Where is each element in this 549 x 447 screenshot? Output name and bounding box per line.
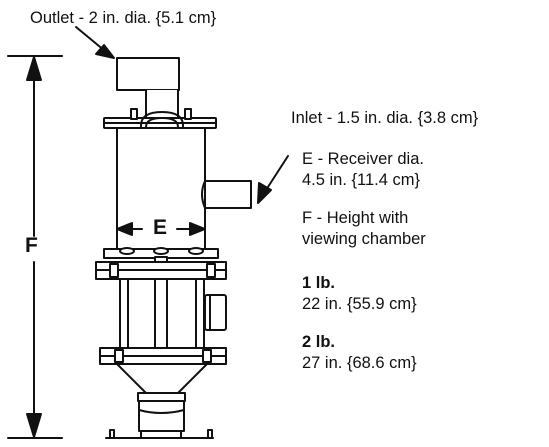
variant2-value: 27 in. {68.6 cm} bbox=[302, 354, 417, 372]
outlet-label: Outlet - 2 in. dia. {5.1 cm} bbox=[30, 9, 217, 27]
inlet-label: Inlet - 1.5 in. dia. {3.8 cm} bbox=[291, 109, 479, 127]
variant1-value: 22 in. {55.9 cm} bbox=[302, 295, 417, 313]
bottom-flange bbox=[99, 347, 227, 365]
receiver-dimension-arrow bbox=[116, 222, 206, 236]
variant1-title: 1 lb. bbox=[302, 274, 336, 292]
inlet-leader-arrow bbox=[257, 155, 289, 204]
outlet-elbow bbox=[116, 57, 180, 125]
hopper-cone bbox=[105, 363, 214, 439]
receiver-label-line1: E - Receiver dia. bbox=[302, 150, 424, 168]
dimension-letter-e: E bbox=[153, 216, 168, 239]
variant2-title: 2 lb. bbox=[302, 333, 336, 351]
viewing-chamber bbox=[119, 278, 227, 349]
outlet-leader-arrow bbox=[75, 26, 115, 59]
height-label-line2: viewing chamber bbox=[302, 230, 426, 248]
dimension-letter-f: F bbox=[25, 234, 38, 257]
receiver-label-line2: 4.5 in. {11.4 cm} bbox=[302, 171, 421, 189]
inlet-pipe bbox=[201, 180, 252, 209]
height-dimension-line bbox=[7, 55, 63, 439]
lower-flange bbox=[95, 247, 227, 280]
height-label-line1: F - Height with bbox=[302, 209, 409, 227]
